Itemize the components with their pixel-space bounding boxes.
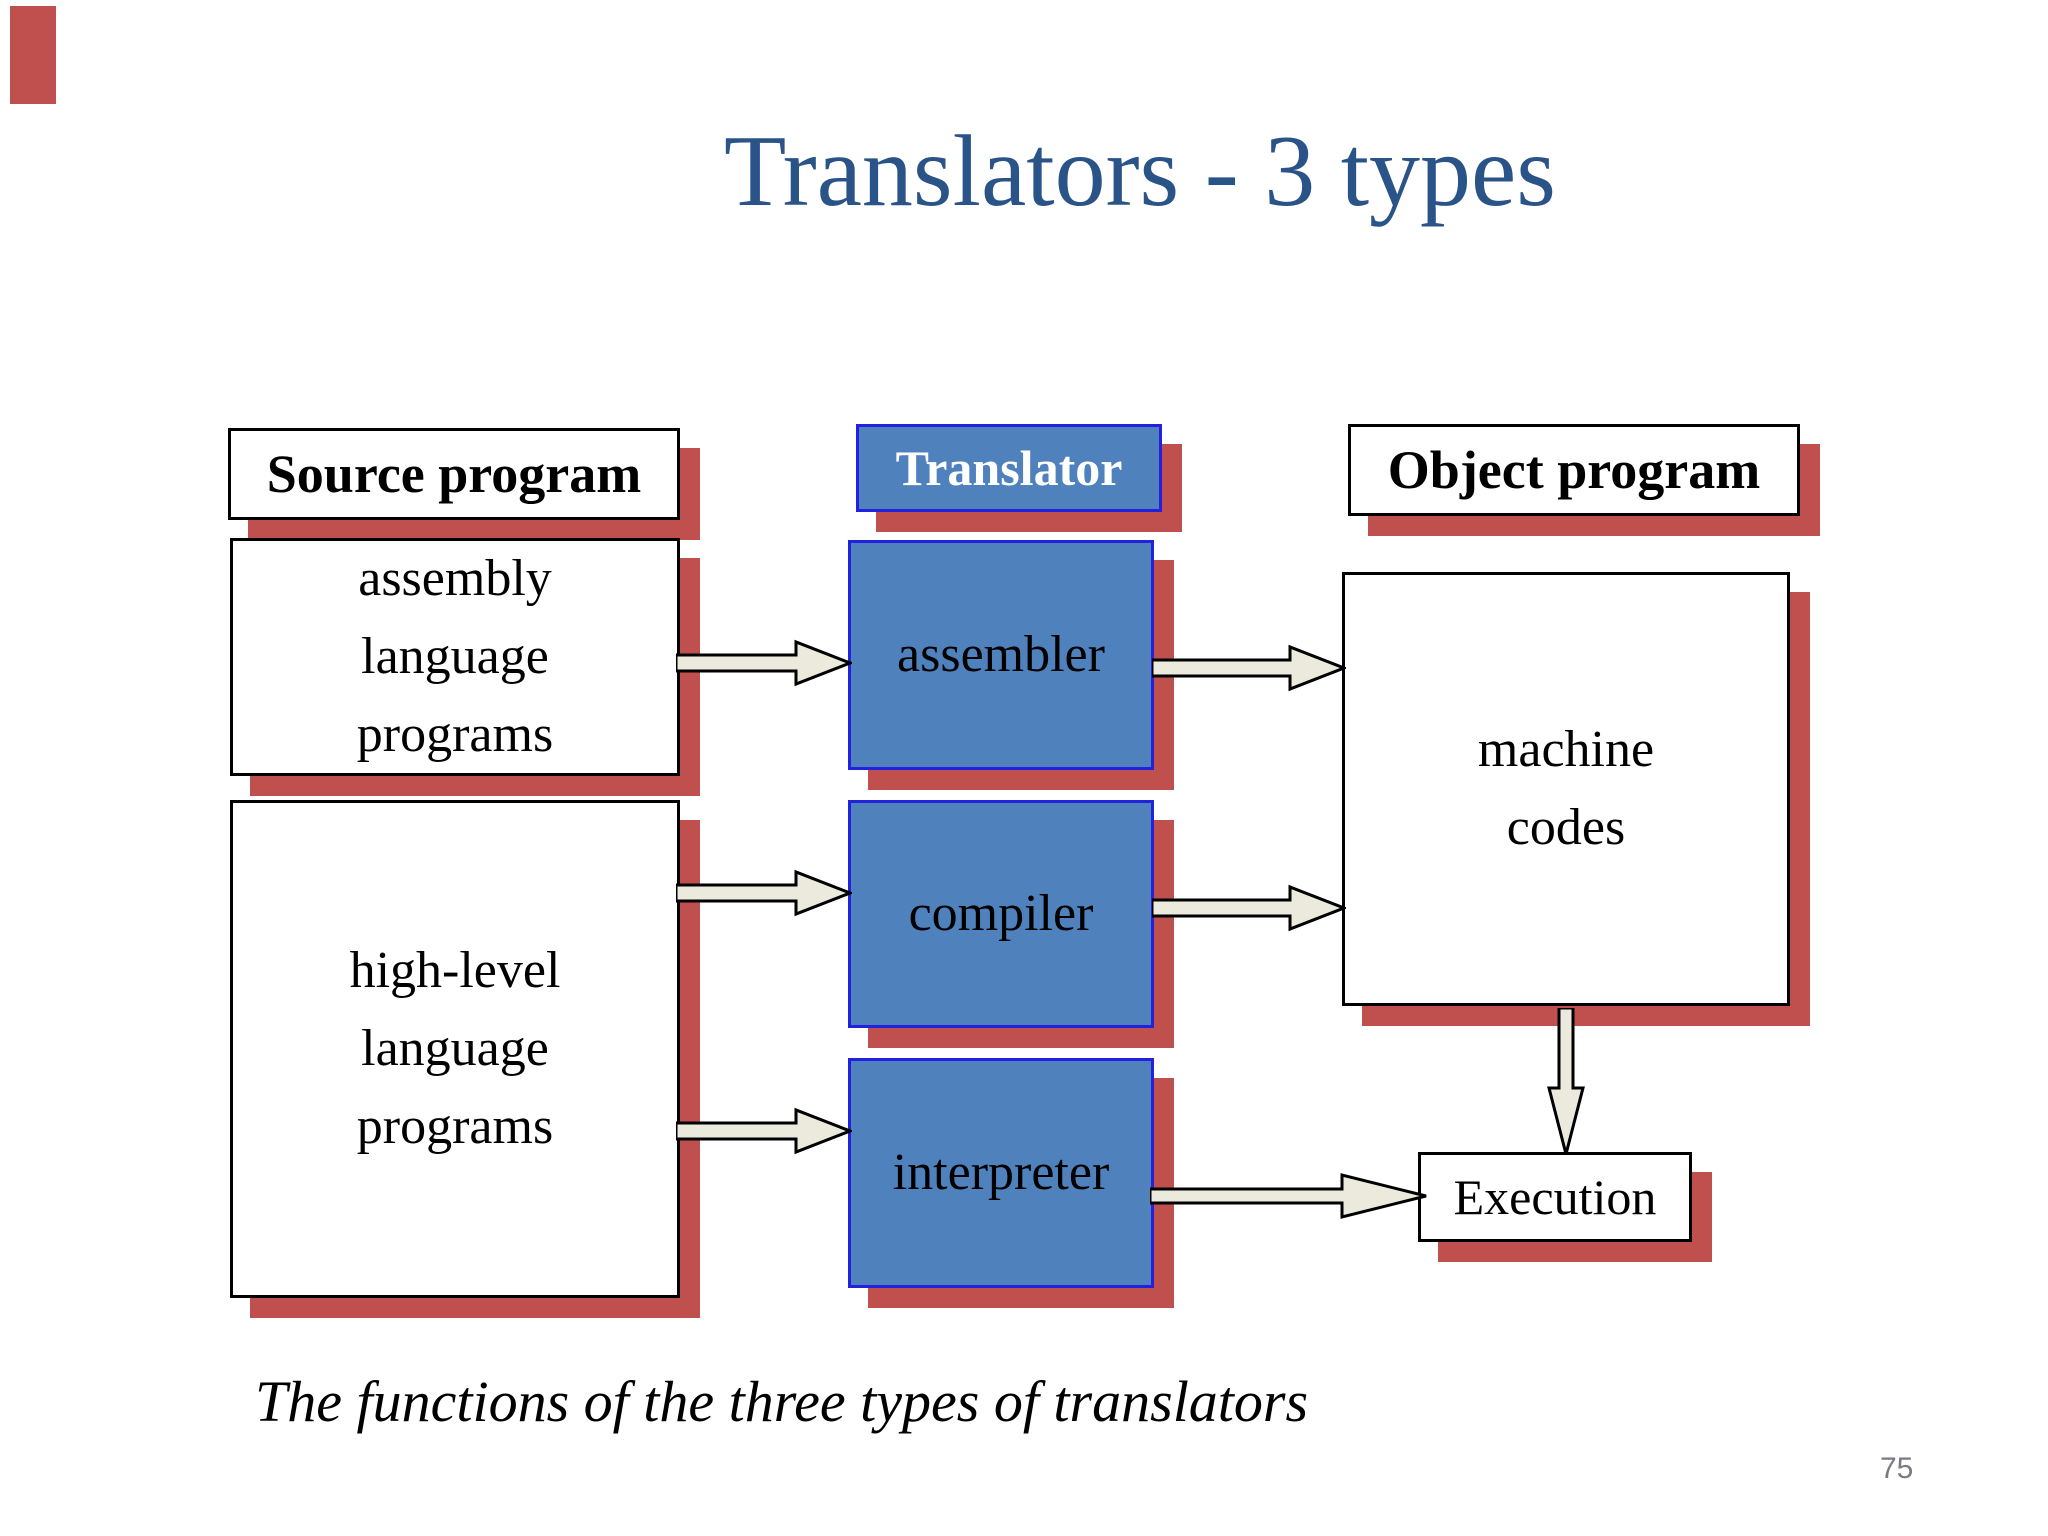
node-compiler: compiler [848,800,1154,1028]
arrow-assembler-to-machine-codes [1152,644,1346,692]
node-execution: Execution [1418,1152,1692,1242]
node-assembly-language-programs: assembly language programs [230,538,680,776]
node-assembly-language-programs-label: assembly language programs [356,550,554,763]
caption: The functions of the three types of tran… [255,1369,1309,1434]
page-number: 75 [1880,1452,1914,1485]
node-assembler-label: assembler [897,626,1105,683]
header-translator: Translator [856,424,1162,512]
node-interpreter: interpreter [848,1058,1154,1288]
arrow-assembly-to-assembler [676,639,852,687]
node-machine-codes: machine codes [1342,572,1790,1006]
node-high-level-language-programs: high-level language programs [230,800,680,1298]
corner-accent-bar [10,6,56,104]
header-object-program-label: Object program [1387,440,1761,500]
arrow-high-level-to-interpreter [676,1107,852,1155]
node-interpreter-label: interpreter [892,1144,1110,1201]
arrow-high-level-to-compiler [676,869,852,917]
arrow-machine-codes-to-execution [1547,1008,1585,1155]
header-source-program-label: Source program [266,444,642,504]
node-machine-codes-label: machine codes [1477,721,1655,856]
arrow-interpreter-to-execution [1150,1173,1427,1219]
header-source-program: Source program [228,428,680,520]
node-compiler-label: compiler [908,885,1094,942]
node-execution-label: Execution [1453,1169,1657,1225]
header-translator-label: Translator [895,440,1123,496]
node-high-level-language-programs-label: high-level language programs [349,942,561,1155]
header-object-program: Object program [1348,424,1800,516]
node-assembler: assembler [848,540,1154,770]
arrow-compiler-to-machine-codes [1152,884,1346,932]
page-title: Translators - 3 types [723,115,1557,228]
